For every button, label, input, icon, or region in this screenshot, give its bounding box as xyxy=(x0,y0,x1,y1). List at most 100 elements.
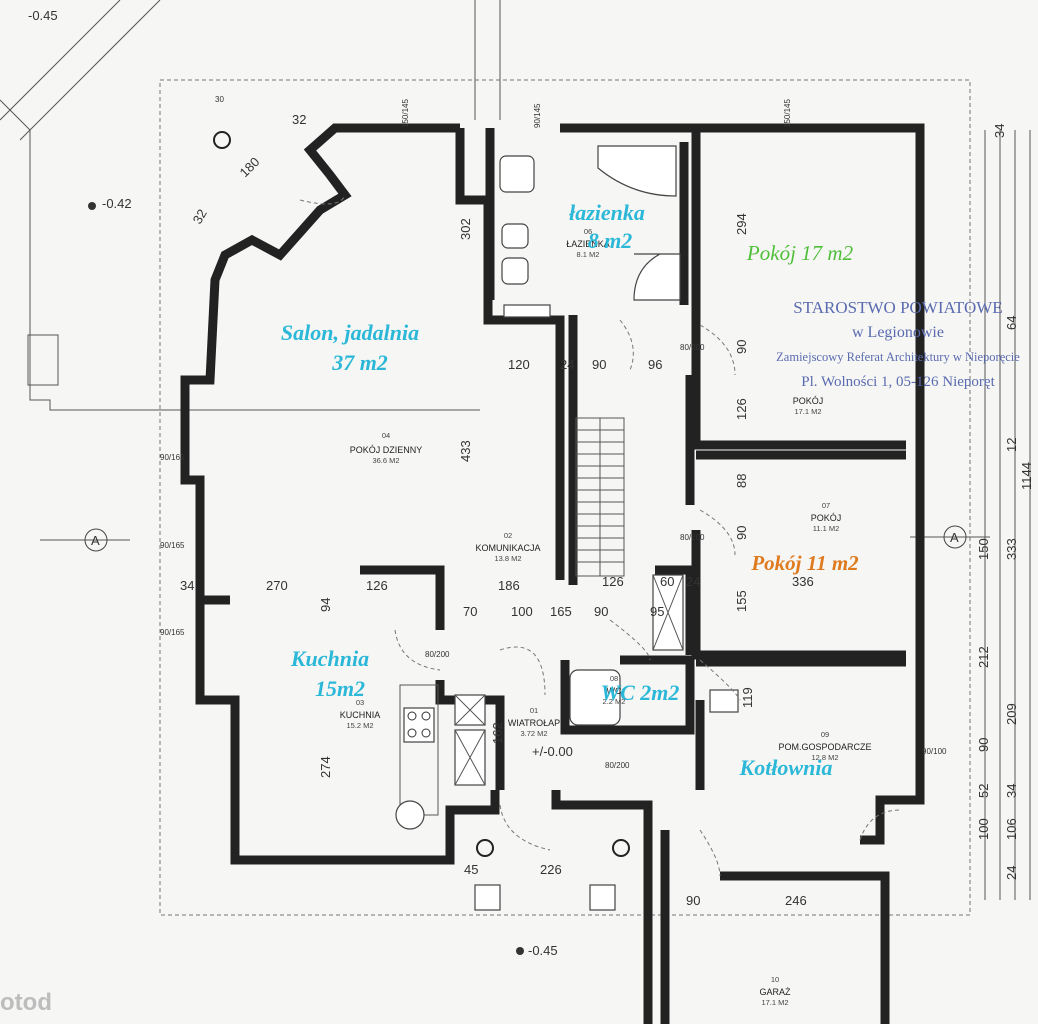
svg-text:94: 94 xyxy=(318,598,333,612)
column-icon xyxy=(476,839,494,857)
room-num-wiatrolap: 01 xyxy=(530,706,538,715)
construction-lines xyxy=(0,0,1031,916)
svg-text:32: 32 xyxy=(190,206,210,226)
kitchen-sink-icon xyxy=(395,800,425,830)
room-area-lazienka: 8.1 M2 xyxy=(577,250,600,259)
shower-icon xyxy=(633,253,681,301)
sink-icon xyxy=(499,155,535,193)
svg-text:96: 96 xyxy=(648,357,662,372)
step-icon xyxy=(589,884,616,911)
svg-text:1144: 1144 xyxy=(1019,462,1034,490)
svg-text:30: 30 xyxy=(215,95,224,104)
svg-text:270: 270 xyxy=(266,578,288,593)
room-name-wiatrolap: WIATROŁAP xyxy=(508,718,560,728)
room-area-kuchnia: 15.2 M2 xyxy=(346,721,373,730)
note-kuchnia-2: 15m2 xyxy=(315,676,365,701)
svg-text:90/165: 90/165 xyxy=(160,628,185,637)
staircase xyxy=(575,417,625,577)
svg-text:Zamiejscowy Referat Architektu: Zamiejscowy Referat Architektury w Niepo… xyxy=(776,350,1020,364)
note-kotlownia: Kotłownia xyxy=(739,755,833,780)
official-stamp: STAROSTWO POWIATOWE w Legionowie Zamiejs… xyxy=(776,298,1020,390)
svg-text:106: 106 xyxy=(1004,818,1019,840)
svg-text:209: 209 xyxy=(1004,703,1019,725)
room-area-komunikacja: 13.8 M2 xyxy=(494,554,521,563)
svg-text:A: A xyxy=(91,533,100,548)
svg-text:336: 336 xyxy=(792,574,814,589)
watermark: otod xyxy=(0,989,52,1016)
kitchen-fixtures xyxy=(395,574,739,911)
svg-text:34: 34 xyxy=(1004,784,1019,798)
room-area-salon: 36.6 M2 xyxy=(372,456,399,465)
note-pokoj11: Pokój 11 m2 xyxy=(750,551,859,575)
svg-text:34: 34 xyxy=(992,124,1007,138)
column-icon xyxy=(213,131,231,149)
room-num-lazienka: 06 xyxy=(584,227,592,236)
svg-text:100: 100 xyxy=(976,818,991,840)
svg-text:126: 126 xyxy=(734,398,749,420)
section-mark-left: A xyxy=(40,528,130,552)
room-labels: 04 POKÓJ DZIENNY 36.6 M2 06 ŁAZIENKA 8.1… xyxy=(340,227,872,1007)
room-num-komunikacja: 02 xyxy=(504,531,512,540)
column-icon xyxy=(612,839,630,857)
svg-text:150: 150 xyxy=(976,538,991,560)
room-name-salon: POKÓJ DZIENNY xyxy=(350,445,423,455)
svg-text:180: 180 xyxy=(237,154,263,180)
svg-text:274: 274 xyxy=(318,756,333,778)
room-num-wc: 08 xyxy=(610,674,618,683)
room-num-pokoj11: 07 xyxy=(822,501,830,510)
level-entrance: +/-0.00 xyxy=(532,744,573,759)
svg-text:333: 333 xyxy=(1004,538,1019,560)
svg-text:A: A xyxy=(950,530,959,545)
note-salon-1: Salon, jadalnia xyxy=(281,320,419,345)
vent-icon xyxy=(503,304,551,318)
svg-text:100: 100 xyxy=(511,604,533,619)
svg-text:90/145: 90/145 xyxy=(533,103,542,128)
level-marker-icon xyxy=(88,202,96,210)
svg-text:90: 90 xyxy=(976,738,991,752)
room-name-gospodarcze: POM.GOSPODARCZE xyxy=(778,742,871,752)
note-lazienka-1: łazienka xyxy=(568,200,645,225)
svg-text:34: 34 xyxy=(180,578,194,593)
svg-text:24: 24 xyxy=(1004,866,1019,880)
cooktop-icon xyxy=(403,707,435,743)
svg-text:126: 126 xyxy=(602,574,624,589)
boiler-icon xyxy=(709,689,739,713)
note-kuchnia-1: Kuchnia xyxy=(290,646,369,671)
toilet-icon xyxy=(501,257,529,285)
room-name-wc: WC xyxy=(607,686,622,696)
svg-text:155: 155 xyxy=(734,590,749,612)
svg-text:302: 302 xyxy=(458,218,473,240)
interior-walls xyxy=(195,142,906,790)
level-bottom: -0.45 xyxy=(528,943,558,958)
room-area-pokoj11: 11.1 M2 xyxy=(813,524,840,533)
svg-text:80/200: 80/200 xyxy=(680,533,705,542)
svg-text:88: 88 xyxy=(734,474,749,488)
room-area-wc: 2.2 M2 xyxy=(603,697,626,706)
svg-text:186: 186 xyxy=(498,578,520,593)
svg-text:150/145: 150/145 xyxy=(401,99,410,128)
step-icon xyxy=(474,884,501,911)
level-top-left: -0.45 xyxy=(28,8,58,23)
svg-text:90: 90 xyxy=(686,893,700,908)
svg-text:60: 60 xyxy=(660,574,674,589)
svg-text:80/200: 80/200 xyxy=(680,343,705,352)
note-pokoj17: Pokój 17 m2 xyxy=(746,241,854,265)
note-lazienka-2: 8 m2 xyxy=(588,228,633,253)
svg-text:24: 24 xyxy=(560,357,574,372)
room-name-pokoj17: POKÓJ xyxy=(793,396,824,406)
svg-text:126: 126 xyxy=(366,578,388,593)
dimensions: 30 32 180 32 150/145 90/145 150/145 302 … xyxy=(160,95,1034,908)
room-name-lazienka: ŁAZIENKA xyxy=(566,239,610,249)
room-name-kuchnia: KUCHNIA xyxy=(340,710,381,720)
svg-text:226: 226 xyxy=(540,862,562,877)
room-num-garaz: 10 xyxy=(771,975,779,984)
svg-text:150/145: 150/145 xyxy=(783,99,792,128)
svg-text:246: 246 xyxy=(785,893,807,908)
note-wc: WC 2m2 xyxy=(601,680,680,705)
svg-text:120: 120 xyxy=(508,357,530,372)
svg-text:80/200: 80/200 xyxy=(605,761,630,770)
room-area-pokoj17: 17.1 M2 xyxy=(794,407,821,416)
room-num-gospodarcze: 09 xyxy=(821,730,829,739)
room-area-gospodarcze: 12.8 M2 xyxy=(811,753,838,762)
